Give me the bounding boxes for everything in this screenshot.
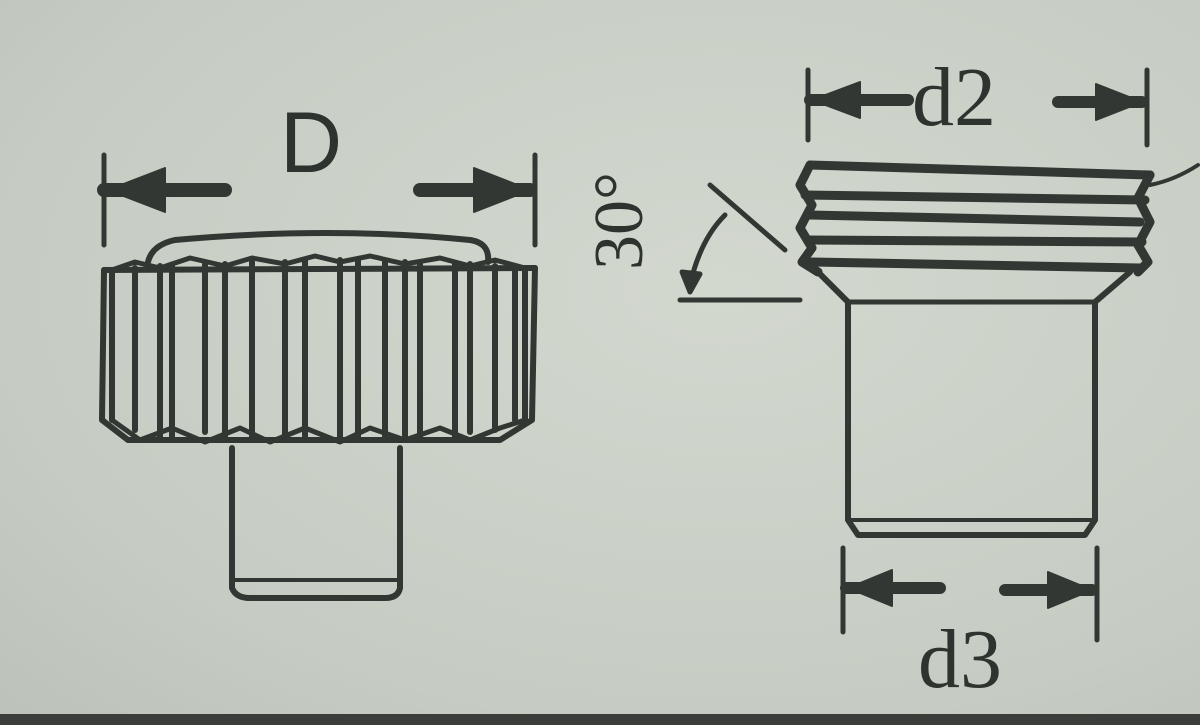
dimension-d2: [804, 67, 1150, 148]
knurled-crown: [99, 230, 538, 445]
threaded-head: [795, 160, 1200, 277]
dimension-label-D: D: [280, 95, 343, 191]
dimension-label-d2: d2: [912, 51, 996, 144]
dimension-label-d3: d3: [918, 613, 1002, 706]
angle-label: 30°: [581, 172, 658, 270]
crown-stem: [229, 445, 403, 601]
dimension-d3: [840, 545, 1100, 643]
tube-body: [815, 269, 1133, 538]
angle-30-marker: [677, 182, 803, 303]
dimension-D: [97, 152, 538, 248]
bottom-edge-bar: [0, 714, 1200, 725]
